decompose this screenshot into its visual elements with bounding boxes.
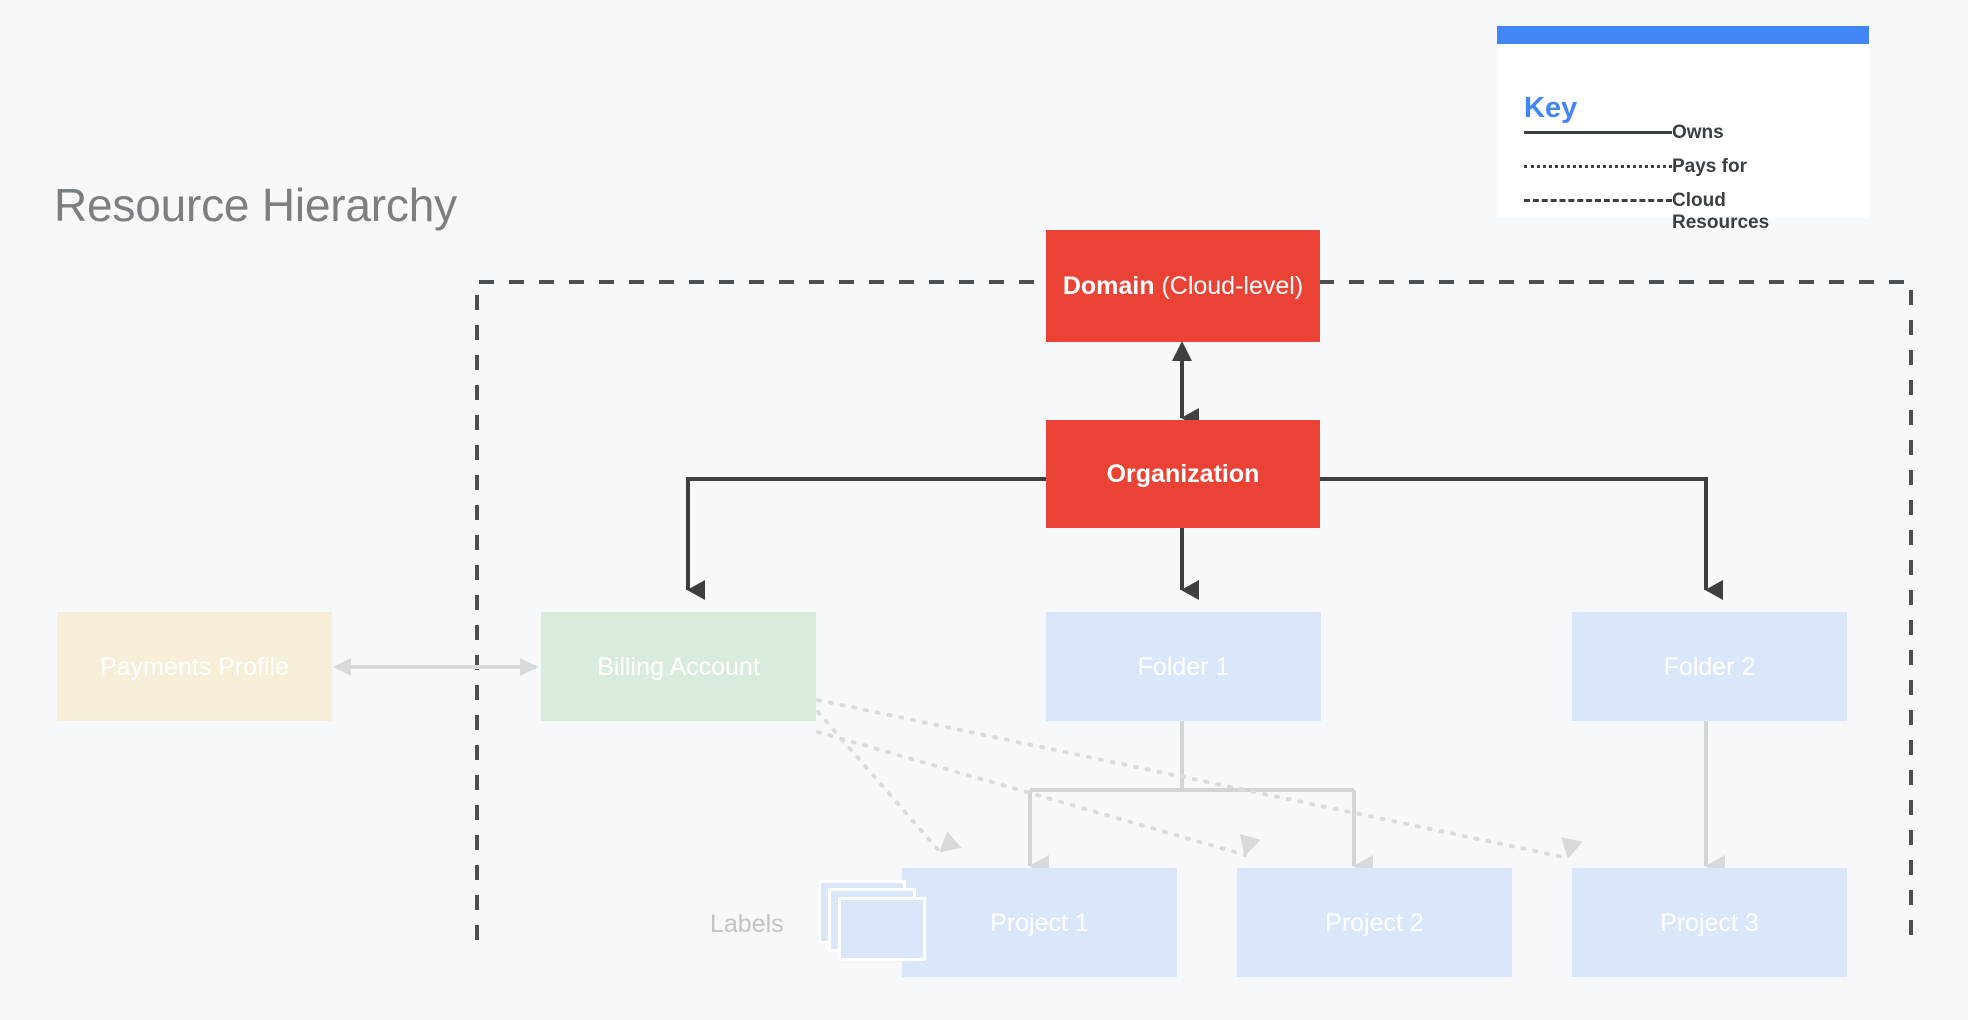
key-accent-bar bbox=[1497, 26, 1869, 44]
node-billing-account[interactable]: Billing Account bbox=[541, 612, 816, 721]
edge-billing-pays-project2 bbox=[816, 730, 1261, 857]
page-title: Resource Hierarchy bbox=[54, 179, 457, 231]
node-domain-label-strong: Domain bbox=[1062, 272, 1155, 300]
node-domain-label: Domain (Cloud-level) bbox=[1063, 271, 1303, 301]
node-payments-profile-label: Payments Profile bbox=[100, 652, 289, 681]
edge-billing-pays-project1 bbox=[816, 710, 962, 854]
node-payments-profile[interactable]: Payments Profile bbox=[57, 612, 332, 721]
edge-folder1-projects bbox=[1028, 719, 1373, 877]
node-organization[interactable]: Organization bbox=[1046, 420, 1320, 528]
node-project-1[interactable]: Project 1 bbox=[902, 868, 1177, 977]
dashed-line-sample bbox=[1524, 190, 1672, 210]
node-project-2[interactable]: Project 2 bbox=[1237, 868, 1512, 977]
labels-caption: Labels bbox=[710, 910, 784, 938]
node-folder-1-label: Folder 1 bbox=[1137, 652, 1230, 681]
dotted-line-sample bbox=[1524, 156, 1672, 176]
key-title: Key bbox=[1524, 92, 1578, 124]
key-label-cloud-line-1: Cloud bbox=[1672, 190, 1726, 211]
edge-organization-folder-2 bbox=[1319, 477, 1723, 600]
node-folder-2-label: Folder 2 bbox=[1663, 652, 1756, 681]
key-label-cloud-line-2: Resources bbox=[1672, 211, 1770, 233]
node-domain-label-rest: (Cloud-level) bbox=[1154, 272, 1304, 300]
label-card-front bbox=[838, 897, 926, 961]
node-project-2-label: Project 2 bbox=[1325, 908, 1424, 937]
labels-stack-icon bbox=[818, 880, 936, 966]
key-label-owns: Owns bbox=[1672, 122, 1724, 143]
node-organization-label: Organization bbox=[1106, 460, 1260, 488]
edge-organization-billing-account bbox=[686, 477, 1046, 600]
node-billing-account-label: Billing Account bbox=[597, 652, 760, 681]
solid-line-sample bbox=[1524, 122, 1672, 142]
node-project-1-label: Project 1 bbox=[990, 908, 1089, 937]
edge-billing-pays-project3 bbox=[816, 698, 1583, 860]
key-label-pays-for: Pays for bbox=[1672, 156, 1747, 177]
node-folder-1[interactable]: Folder 1 bbox=[1046, 612, 1321, 721]
node-domain[interactable]: Domain (Cloud-level) bbox=[1046, 230, 1320, 342]
node-folder-2[interactable]: Folder 2 bbox=[1572, 612, 1847, 721]
key-row-owns: Owns bbox=[1524, 122, 1854, 156]
key-row-pays-for: Pays for bbox=[1524, 156, 1854, 190]
node-project-3-label: Project 3 bbox=[1660, 908, 1759, 937]
edge-domain-organization bbox=[1172, 341, 1199, 428]
node-project-3[interactable]: Project 3 bbox=[1572, 868, 1847, 977]
